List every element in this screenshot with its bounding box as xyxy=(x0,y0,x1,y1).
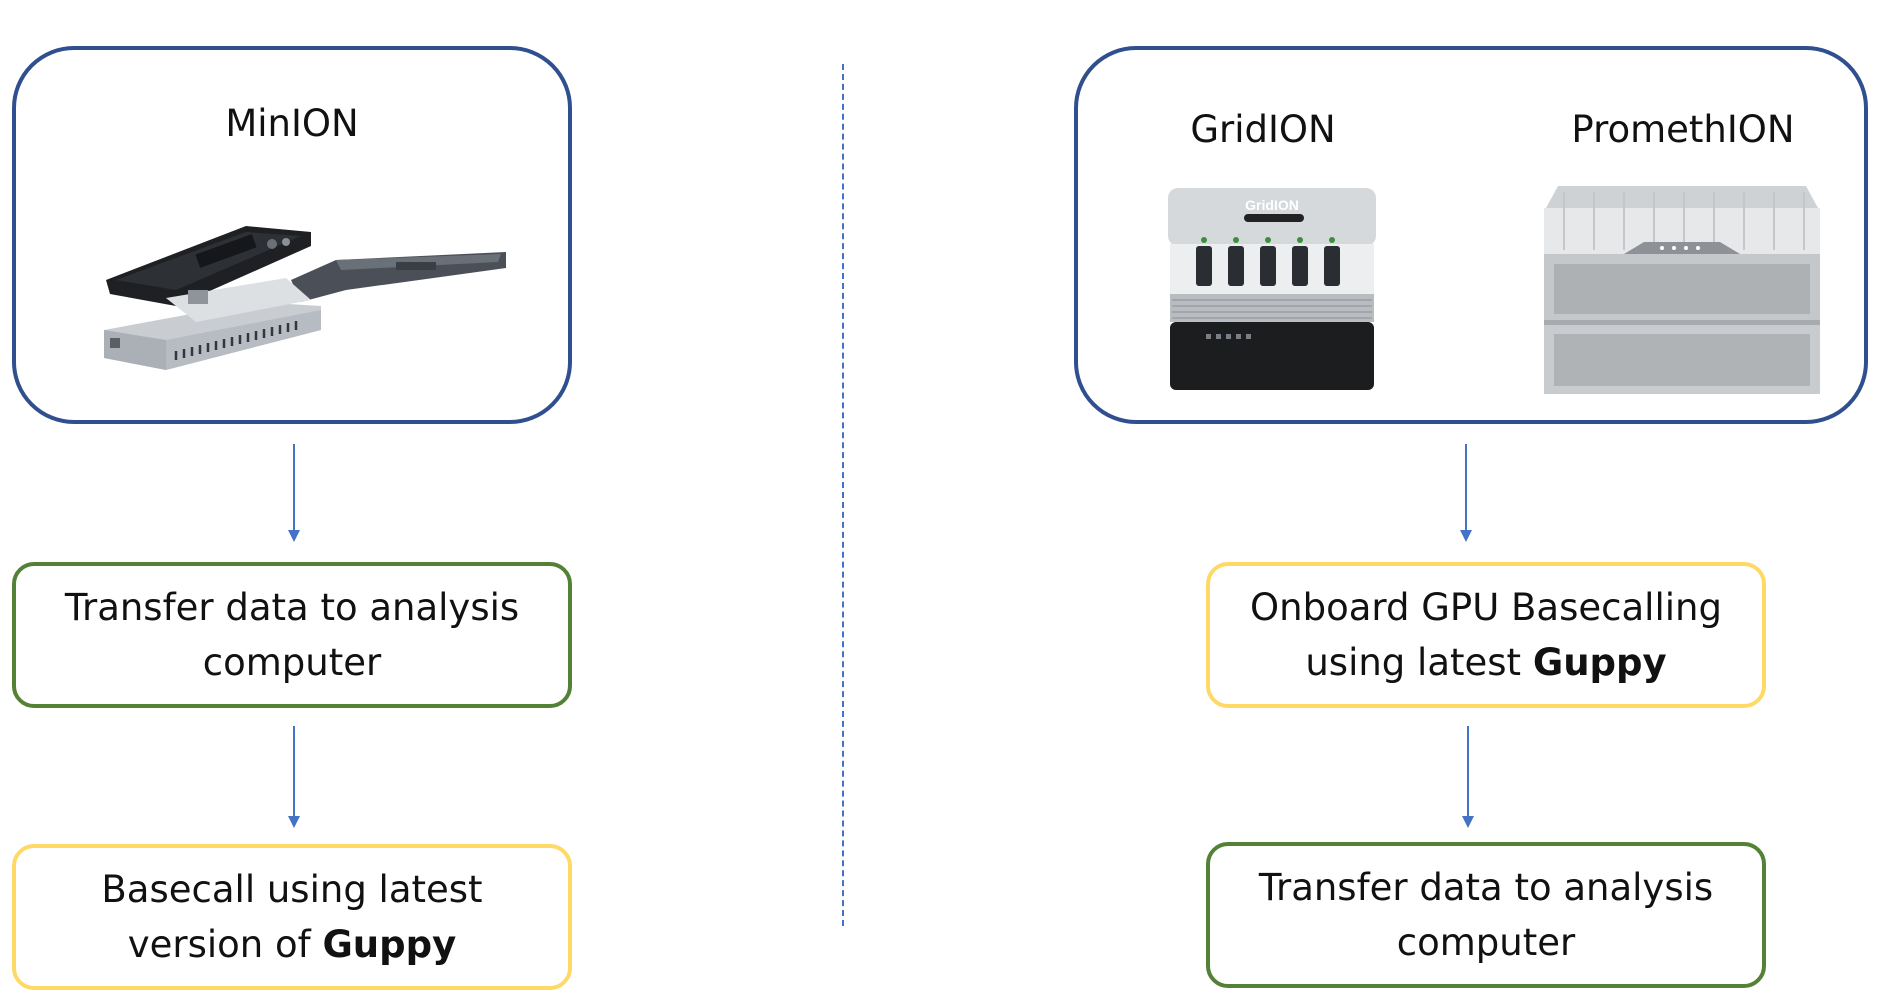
left-basecall-text: Basecall using latest version of Guppy xyxy=(92,862,492,972)
minion-title: MinION xyxy=(225,102,359,145)
gridion-title: GridION xyxy=(1190,108,1336,151)
left-arrow-2 xyxy=(288,726,300,828)
left-basecall-guppy: Guppy xyxy=(322,923,457,966)
left-arrow-1 xyxy=(288,444,300,542)
gridion-promethion-device-box: GridION PromethION GridION xyxy=(1074,46,1868,424)
promethion-title: PromethION xyxy=(1571,108,1795,151)
right-arrow-2 xyxy=(1462,726,1474,828)
right-onboard-basecalling-box: Onboard GPU Basecalling using latest Gup… xyxy=(1206,562,1766,708)
left-basecall-box: Basecall using latest version of Guppy xyxy=(12,844,572,990)
right-transfer-data-box: Transfer data to analysis computer xyxy=(1206,842,1766,988)
column-divider xyxy=(842,64,844,926)
left-basecall-text-regular: Basecall using latest version of xyxy=(101,868,483,966)
gridion-logo-text: GridION xyxy=(1245,197,1299,213)
left-transfer-data-box: Transfer data to analysis computer xyxy=(12,562,572,708)
right-arrow-1 xyxy=(1460,444,1472,542)
gridion-device-image: GridION xyxy=(1168,188,1376,390)
promethion-device-image xyxy=(1544,186,1820,394)
right-onboard-guppy: Guppy xyxy=(1532,641,1667,684)
left-transfer-data-text: Transfer data to analysis computer xyxy=(64,586,520,684)
right-onboard-basecalling-text: Onboard GPU Basecalling using latest Gup… xyxy=(1236,580,1736,690)
minion-device-image xyxy=(104,226,506,370)
minion-device-box: MinION xyxy=(12,46,572,424)
right-transfer-data-text: Transfer data to analysis computer xyxy=(1258,866,1714,964)
right-onboard-text-regular: Onboard GPU Basecalling using latest xyxy=(1250,586,1722,684)
